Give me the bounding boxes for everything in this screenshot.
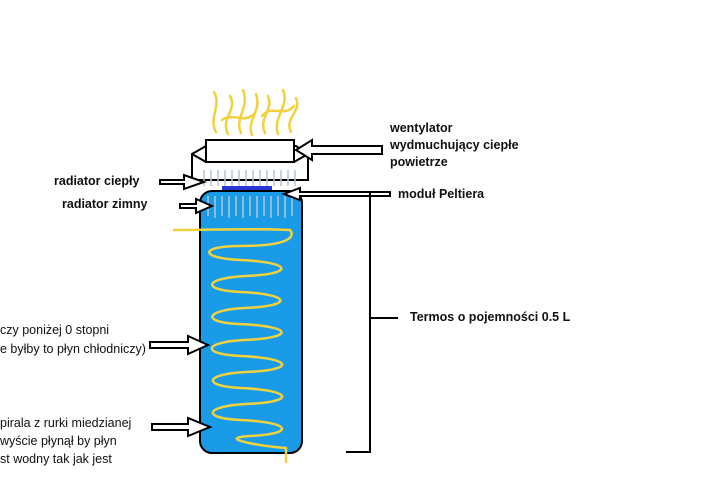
liquid-label-line-2: e byłby to płyn chłodniczy) bbox=[0, 342, 146, 356]
arrow-warm-radiator bbox=[159, 173, 208, 191]
fan-label-line-2: wydmuchujący ciepłe bbox=[390, 138, 519, 152]
thermos-capacity-label: Termos o pojemności 0.5 L bbox=[410, 310, 571, 324]
cold-radiator-label: radiator zimny bbox=[62, 197, 148, 211]
spiral-label-line-1: pirala z rurki miedzianej bbox=[0, 416, 132, 430]
warm-radiator-label: radiator ciepły bbox=[54, 174, 140, 188]
fan-label-line-1: wentylator bbox=[390, 121, 453, 135]
heat-waves bbox=[212, 88, 299, 137]
arrow-fan bbox=[294, 138, 383, 162]
arrow-peltier bbox=[281, 186, 391, 202]
spiral-label-line-2: wyście płynął by płyn bbox=[0, 434, 117, 448]
spiral-label-line-3: st wodny tak jak jest bbox=[0, 452, 112, 466]
arrow-cold-radiator bbox=[179, 197, 215, 215]
liquid-label-line-1: czy poniżej 0 stopni bbox=[0, 323, 110, 337]
fan-label-line-3: powietrze bbox=[390, 155, 448, 169]
warm-radiator-fins bbox=[203, 170, 296, 186]
capacity-bracket bbox=[312, 191, 398, 453]
copper-spiral bbox=[172, 227, 293, 464]
fan-icon bbox=[191, 139, 309, 181]
arrow-liquid bbox=[149, 334, 211, 356]
peltier-label: moduł Peltiera bbox=[398, 187, 485, 201]
arrow-spiral bbox=[151, 416, 213, 438]
cold-radiator-fins bbox=[207, 196, 293, 218]
